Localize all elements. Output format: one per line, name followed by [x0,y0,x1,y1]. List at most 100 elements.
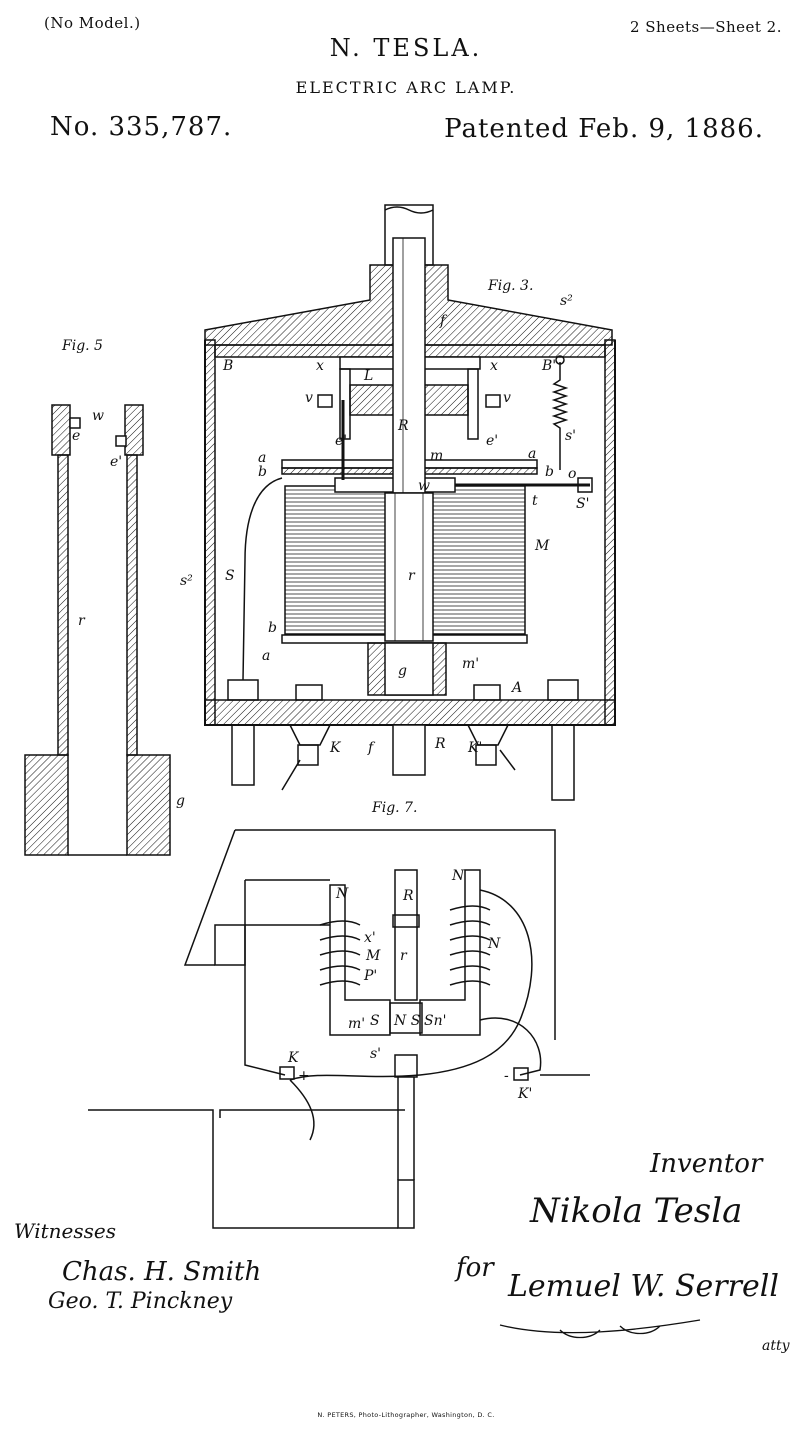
fig7-label-Sn: Sn' [424,1013,446,1029]
fig3-wire-S [242,477,283,681]
fig5-left-wall [57,454,69,756]
label-a-top: a [258,450,266,466]
label-S: S [225,568,235,584]
label-s2-left: s² [180,573,193,589]
fig7-label-r: r [400,948,408,964]
fig3-left-wall [204,339,216,726]
label-f-bottom: f [367,740,376,756]
label-R-top: R [397,418,409,434]
fig3-screw-K [295,684,323,701]
fig3-labels: Fig. 3. B B' x x L v v f R e' e' m a b a… [180,278,589,756]
label-K-prime: K' [467,740,482,756]
label-x-left: x [316,358,324,374]
fig7-magnet-right [419,869,481,1036]
fig7-armature [389,1002,423,1034]
patent-date: Patented Feb. 9, 1886. [444,114,764,144]
fig5-upper-left [51,404,71,456]
label-B-left: B [222,358,233,374]
label-a-bottom: a [262,648,270,664]
fig7-label-N-right: N [487,936,501,952]
signature-block: Inventor Nikola Tesla Witnesses Chas. H.… [14,1149,791,1354]
label-m: m [430,448,443,464]
fig3-screw-K-prime [473,684,501,701]
fig3-spring [551,362,569,470]
fig7-terminal-K [279,1066,295,1080]
fig7-frame-left [183,829,236,966]
fig3-magnet-right [422,384,469,416]
label-A: A [510,680,522,696]
fig3-terminal-left [227,679,259,701]
fig7-label-K-prime: K' [517,1086,532,1102]
fig5-label-g: g [176,793,185,809]
label-R-bottom: R [434,736,446,752]
inventor-name-heading: N. TESLA. [329,34,483,62]
label-M: M [534,538,550,554]
inventor-heading: Inventor [649,1149,764,1179]
fig5-upper-right [124,404,144,456]
label-b-bottom: b [268,620,277,636]
fig5-caption: Fig. 5 [61,338,103,354]
fig7-label-M: M [365,948,381,964]
fig7-coil-left [319,920,361,986]
witness-1-signature: Chas. H. Smith [62,1257,261,1287]
fig3-tube-break [384,206,434,214]
attorney-abbrev: atty [762,1338,791,1354]
fig7-lower-carbon [397,1179,415,1229]
label-w: w [418,478,430,494]
fig3-rod-R [392,237,426,494]
witness-2-signature: Geo. T. Pinckney [48,1289,233,1314]
fig7-wire-loop [289,889,533,1081]
fig7-label-m-prime: m' [348,1016,365,1032]
fig7-lower-clamp [394,1054,418,1078]
fig7-magnet-left [329,884,391,1036]
fig5-foot-right [126,754,171,856]
witnesses-heading: Witnesses [14,1219,116,1243]
fig3-bracket-right-arm [467,368,479,440]
inventor-signature: Nikola Tesla [529,1191,742,1231]
fig3-post-left [231,724,255,786]
fig7-rod-clamp [392,914,420,928]
fig5-foot-left [24,754,69,856]
fig7-label-K: K [287,1050,300,1066]
fig3-tube-r [384,492,434,642]
fig7-label-s-prime: s' [370,1046,381,1062]
fig7-line-bottom [212,1118,398,1229]
fig7-label-R: R [402,888,414,904]
no-model-label: (No Model.) [44,14,141,32]
label-m-prime: m' [462,656,479,672]
fig5-label-w: w [92,408,104,424]
label-v-right: v [503,390,511,406]
fig3-post-right [551,724,575,801]
label-r: r [408,568,416,584]
fig7-label-P-prime: P' [363,968,377,984]
fig7-label-x-prime: x' [364,930,376,946]
fig5-label-r: r [78,613,86,629]
label-b-right: b [545,464,554,480]
label-L: L [363,368,373,384]
fig3-lamp-section [204,204,616,801]
signature-flourishes [499,1319,701,1339]
fig7-label-N-left: N [335,886,349,902]
fig3-spring-anchor [555,355,565,365]
fig7-wire-left [244,880,286,1076]
fig5-label-e: e [72,428,80,444]
label-e-prime-left: e' [335,433,347,449]
fig3-screw-v-left [317,394,333,408]
fig5-labels: Fig. 5 w e e' r g [61,338,185,809]
fig5-right-wall [126,454,138,756]
label-S1: S' [576,496,589,512]
fig7-label-N-top: N [451,868,465,884]
sheet-indicator: 2 Sheets—Sheet 2. [629,18,782,36]
fig3-arm-end [577,477,593,493]
label-g: g [398,663,407,679]
fig3-right-wall [604,339,616,726]
fig3-magnet-left [349,384,396,416]
label-b-top: b [258,464,267,480]
attorney-prefix: for [454,1253,495,1283]
fig5-carbon-holder [24,404,171,856]
label-a-right: a [528,446,536,462]
fig5-label-e-prime: e' [110,454,122,470]
fig3-bracket-left-arm [339,368,351,440]
label-B-right: B' [541,358,556,374]
label-f-top: f [439,313,448,329]
